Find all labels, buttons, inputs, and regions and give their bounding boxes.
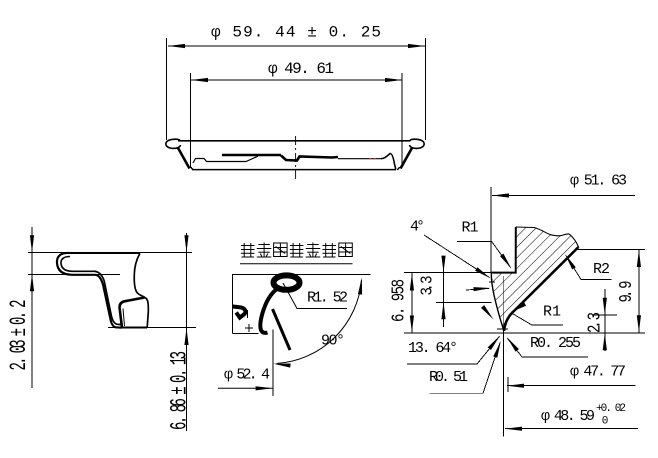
svg-text:6. 86 ± 0. 13: 6. 86 ± 0. 13 <box>166 351 193 430</box>
svg-text:2. 3: 2. 3 <box>584 312 605 333</box>
svg-text:φ 52. 4: φ 52. 4 <box>224 367 270 384</box>
svg-text:φ 47. 77: φ 47. 77 <box>570 364 626 381</box>
svg-text:4°: 4° <box>410 219 425 236</box>
svg-text:+0. 02: +0. 02 <box>596 403 626 415</box>
svg-text:13. 64°: 13. 64° <box>408 340 458 357</box>
svg-text:φ 48. 59: φ 48. 59 <box>541 408 595 425</box>
svg-text:φ 59. 44 ± 0. 25: φ 59. 44 ± 0. 25 <box>211 24 381 42</box>
svg-text:φ 49. 61: φ 49. 61 <box>268 60 334 78</box>
svg-text:R0. 255: R0. 255 <box>530 335 581 352</box>
svg-text:0: 0 <box>602 416 609 428</box>
svg-text:3. 3: 3. 3 <box>417 276 437 296</box>
svg-text:90°: 90° <box>321 333 345 350</box>
svg-text:6. 958: 6. 958 <box>388 279 409 322</box>
svg-text:R2: R2 <box>593 261 610 278</box>
svg-text:R1: R1 <box>543 304 561 321</box>
svg-text:φ 51. 63: φ 51. 63 <box>570 173 627 190</box>
svg-text:2. 03 ± 0. 2: 2. 03 ± 0. 2 <box>6 300 33 371</box>
svg-text:R1. 52: R1. 52 <box>307 290 348 307</box>
svg-text:R0. 51: R0. 51 <box>429 369 468 386</box>
svg-text:9. 9: 9. 9 <box>615 281 636 303</box>
svg-text:R1: R1 <box>462 220 479 237</box>
